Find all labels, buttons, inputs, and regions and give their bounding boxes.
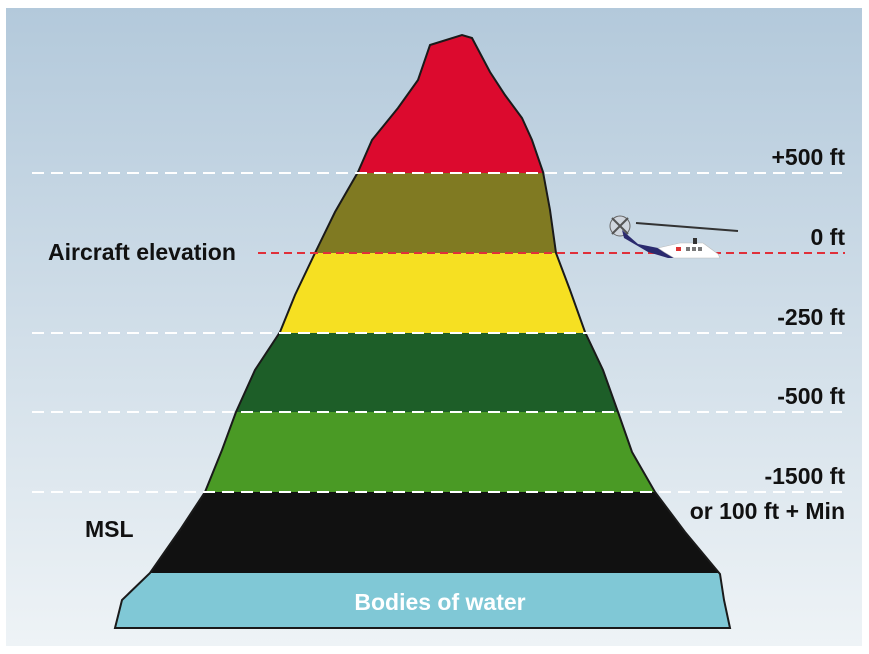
level-label-0: 0 ft [811, 224, 846, 250]
band-black [115, 492, 730, 573]
band-water [115, 573, 730, 628]
level-label-min: or 100 ft + Min [690, 498, 845, 524]
level-label-minus1500: -1500 ft [764, 463, 845, 489]
level-label-plus500: +500 ft [771, 144, 845, 170]
level-label-minus500: -500 ft [777, 383, 845, 409]
helicopter-icon [609, 215, 739, 259]
water-label: Bodies of water [354, 589, 525, 615]
level-label-minus250: -250 ft [777, 304, 845, 330]
aircraft-elevation-label: Aircraft elevation [48, 239, 236, 265]
level-lines [32, 172, 845, 493]
msl-label: MSL [85, 516, 134, 542]
